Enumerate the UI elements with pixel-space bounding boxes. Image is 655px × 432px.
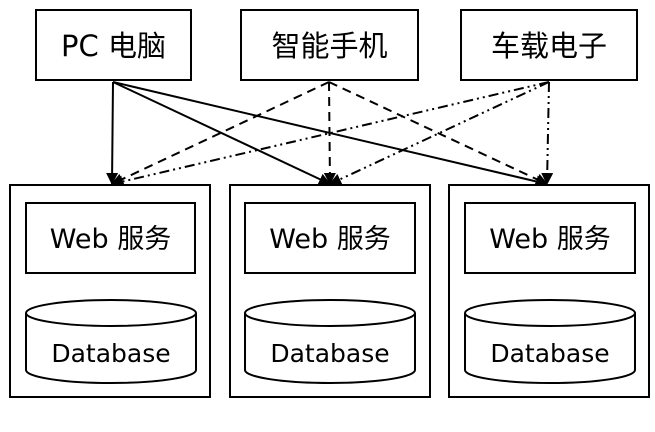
database-label-3: Database xyxy=(490,339,609,368)
web-service-box-3 xyxy=(464,202,636,274)
connection-phone-to-server-1 xyxy=(111,81,330,185)
database-icon-3 xyxy=(464,299,636,384)
client-phone: 智能手机 xyxy=(240,9,419,81)
connection-car-to-server-2 xyxy=(329,81,550,185)
web-service-box-2 xyxy=(244,202,416,274)
database-icon-2 xyxy=(244,299,416,384)
client-label-pc: PC 电脑 xyxy=(61,29,166,63)
client-box-pc xyxy=(35,9,192,81)
server-3: Web 服务 Database xyxy=(448,184,650,398)
server-2: Web 服务 Database xyxy=(229,184,431,398)
web-service-box-1 xyxy=(25,202,196,274)
connection-car-to-server-1 xyxy=(111,81,550,188)
web-service-label-3: Web 服务 xyxy=(489,224,610,255)
database-label-1: Database xyxy=(51,339,170,368)
connection-pc-to-server-1 xyxy=(106,81,119,185)
client-car: 车载电子 xyxy=(460,9,638,81)
connection-car-to-server-3 xyxy=(541,81,554,185)
web-service-label-2: Web 服务 xyxy=(269,224,390,255)
client-label-car: 车载电子 xyxy=(491,29,607,63)
client-box-phone xyxy=(240,9,419,81)
connection-lines xyxy=(106,81,554,188)
database-icon-1 xyxy=(25,299,197,384)
web-service-label-1: Web 服务 xyxy=(50,224,171,255)
client-label-phone: 智能手机 xyxy=(271,29,387,63)
client-box-car xyxy=(460,9,638,81)
client-pc: PC 电脑 xyxy=(35,9,192,81)
server-1: Web 服务 Database xyxy=(9,184,211,398)
connection-phone-to-server-3 xyxy=(328,81,548,185)
connection-pc-to-server-2 xyxy=(112,81,331,185)
connection-phone-to-server-2 xyxy=(323,81,336,185)
database-label-2: Database xyxy=(270,339,389,368)
